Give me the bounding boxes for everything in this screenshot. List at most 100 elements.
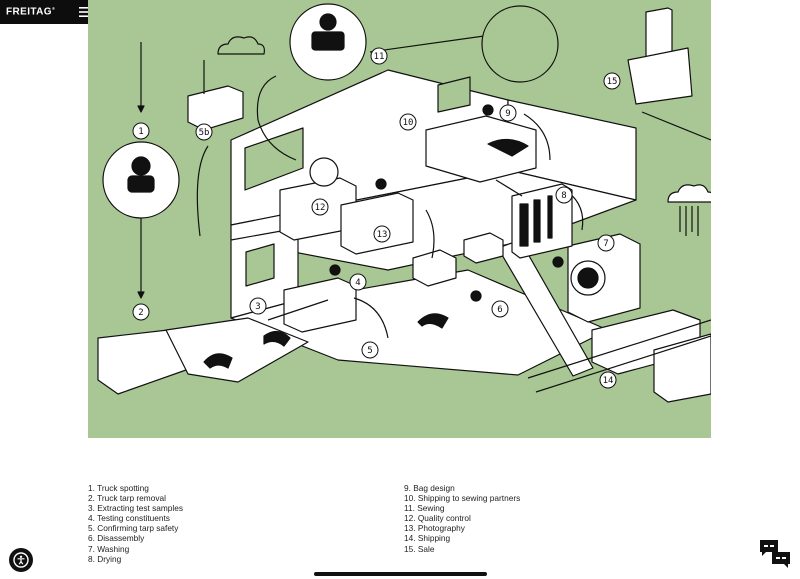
step-marker-label: 4 [355, 278, 360, 288]
step-marker-15: 15 [603, 72, 621, 90]
shipping-box [463, 232, 504, 264]
step-marker-8: 8 [555, 186, 573, 204]
accessibility-icon [13, 552, 29, 568]
step-marker-9: 9 [499, 104, 517, 122]
step-marker-10: 10 [399, 113, 417, 131]
freitag-logo[interactable]: FREITAG® [6, 6, 74, 17]
work-table [425, 115, 537, 183]
flow-arrow [353, 297, 389, 339]
chat-button[interactable] [758, 538, 792, 570]
flow-arrow [369, 35, 485, 53]
accessibility-button[interactable] [9, 548, 33, 572]
step-marker-circle [499, 104, 517, 122]
window [244, 127, 304, 191]
window [437, 76, 471, 113]
sewing-partners-map-vignette [481, 5, 559, 83]
factory [187, 85, 244, 131]
step-marker-circle [599, 371, 617, 389]
legend-item: 10. Shipping to sewing partners [404, 493, 521, 504]
flow-arrow [641, 111, 711, 141]
flow-arrow [267, 299, 329, 321]
menu-button[interactable] [74, 0, 96, 24]
flow-arrow [256, 75, 297, 161]
step-marker-5b: 5b [195, 123, 213, 141]
step-marker-4: 4 [349, 273, 367, 291]
window [245, 243, 275, 287]
work-table [340, 192, 414, 255]
legend-item: 4. Testing constituents [88, 513, 170, 524]
legend-item: 8. Drying [88, 553, 122, 564]
shipping-box [412, 249, 457, 287]
flow-arrow [523, 113, 551, 161]
legend-item: 1. Truck spotting [88, 483, 149, 493]
flow-arrow [425, 209, 435, 259]
legend-item: 13. Photography [404, 523, 465, 534]
step-marker-circle [373, 225, 391, 243]
step-marker-circle [370, 47, 388, 65]
step-marker-7: 7 [597, 234, 615, 252]
step-marker-label: 9 [505, 109, 510, 119]
quality-control-magnifier [309, 157, 339, 187]
step-marker-circle [349, 273, 367, 291]
flow-arrow [495, 179, 523, 197]
legend-item: 15. Sale [404, 543, 435, 554]
step-marker-label: 1 [138, 127, 143, 137]
step-marker-circle [603, 72, 621, 90]
legend-item: 5. Confirming tarp safety [88, 523, 179, 534]
step-marker-label: 7 [603, 239, 608, 249]
step-marker-3: 3 [249, 297, 267, 315]
hamburger-menu-icon [79, 7, 91, 17]
legend-item: 7. Washing [88, 543, 130, 554]
legend-item: 2. Truck tarp removal [88, 493, 166, 504]
cloud [217, 36, 265, 55]
step-marker-circle [491, 300, 509, 318]
shipping-trailer [653, 333, 711, 403]
step-marker-circle [555, 186, 573, 204]
step-marker-circle [597, 234, 615, 252]
logo-mark: ® [51, 6, 56, 12]
step-marker-label: 13 [377, 230, 388, 240]
step-marker-12: 12 [311, 198, 329, 216]
step-marker-circle [195, 123, 213, 141]
step-marker-1: 1 [132, 122, 150, 140]
testing-table [283, 277, 357, 333]
home-indicator [314, 572, 487, 576]
step-marker-label: 14 [603, 376, 614, 386]
legend-item: 6. Disassembly [88, 533, 145, 544]
step-marker-label: 5b [199, 128, 210, 138]
step-marker-14: 14 [599, 371, 617, 389]
legend-item: 9. Bag design [404, 483, 455, 493]
step-marker-label: 12 [315, 203, 326, 213]
legend-item: 14. Shipping [404, 533, 451, 544]
step-marker-circle [361, 341, 379, 359]
legend-item: 11. Sewing [404, 503, 445, 514]
step-marker-label: 3 [255, 302, 260, 312]
step-marker-label: 8 [561, 191, 566, 201]
step-marker-label: 2 [138, 308, 143, 318]
chat-bubbles-icon [760, 540, 790, 568]
step-marker-5: 5 [361, 341, 379, 359]
flow-arrow [196, 145, 209, 237]
step-marker-6: 6 [491, 300, 509, 318]
rain-cloud [667, 184, 711, 203]
step-marker-2: 2 [132, 303, 150, 321]
step-marker-label: 10 [403, 118, 414, 128]
step-marker-label: 15 [607, 77, 618, 87]
step-marker-label: 6 [497, 305, 502, 315]
step-marker-circle [311, 198, 329, 216]
step-marker-circle [132, 122, 150, 140]
logo-text: FREITAG [6, 6, 52, 18]
step-marker-circle [132, 303, 150, 321]
legend-item: 12. Quality control [404, 513, 471, 524]
step-marker-circle [399, 113, 417, 131]
step-marker-label: 11 [374, 52, 385, 62]
step-marker-13: 13 [373, 225, 391, 243]
legend-item: 3. Extracting test samples [88, 503, 183, 514]
step-marker-circle [249, 297, 267, 315]
step-marker-label: 5 [367, 346, 372, 356]
